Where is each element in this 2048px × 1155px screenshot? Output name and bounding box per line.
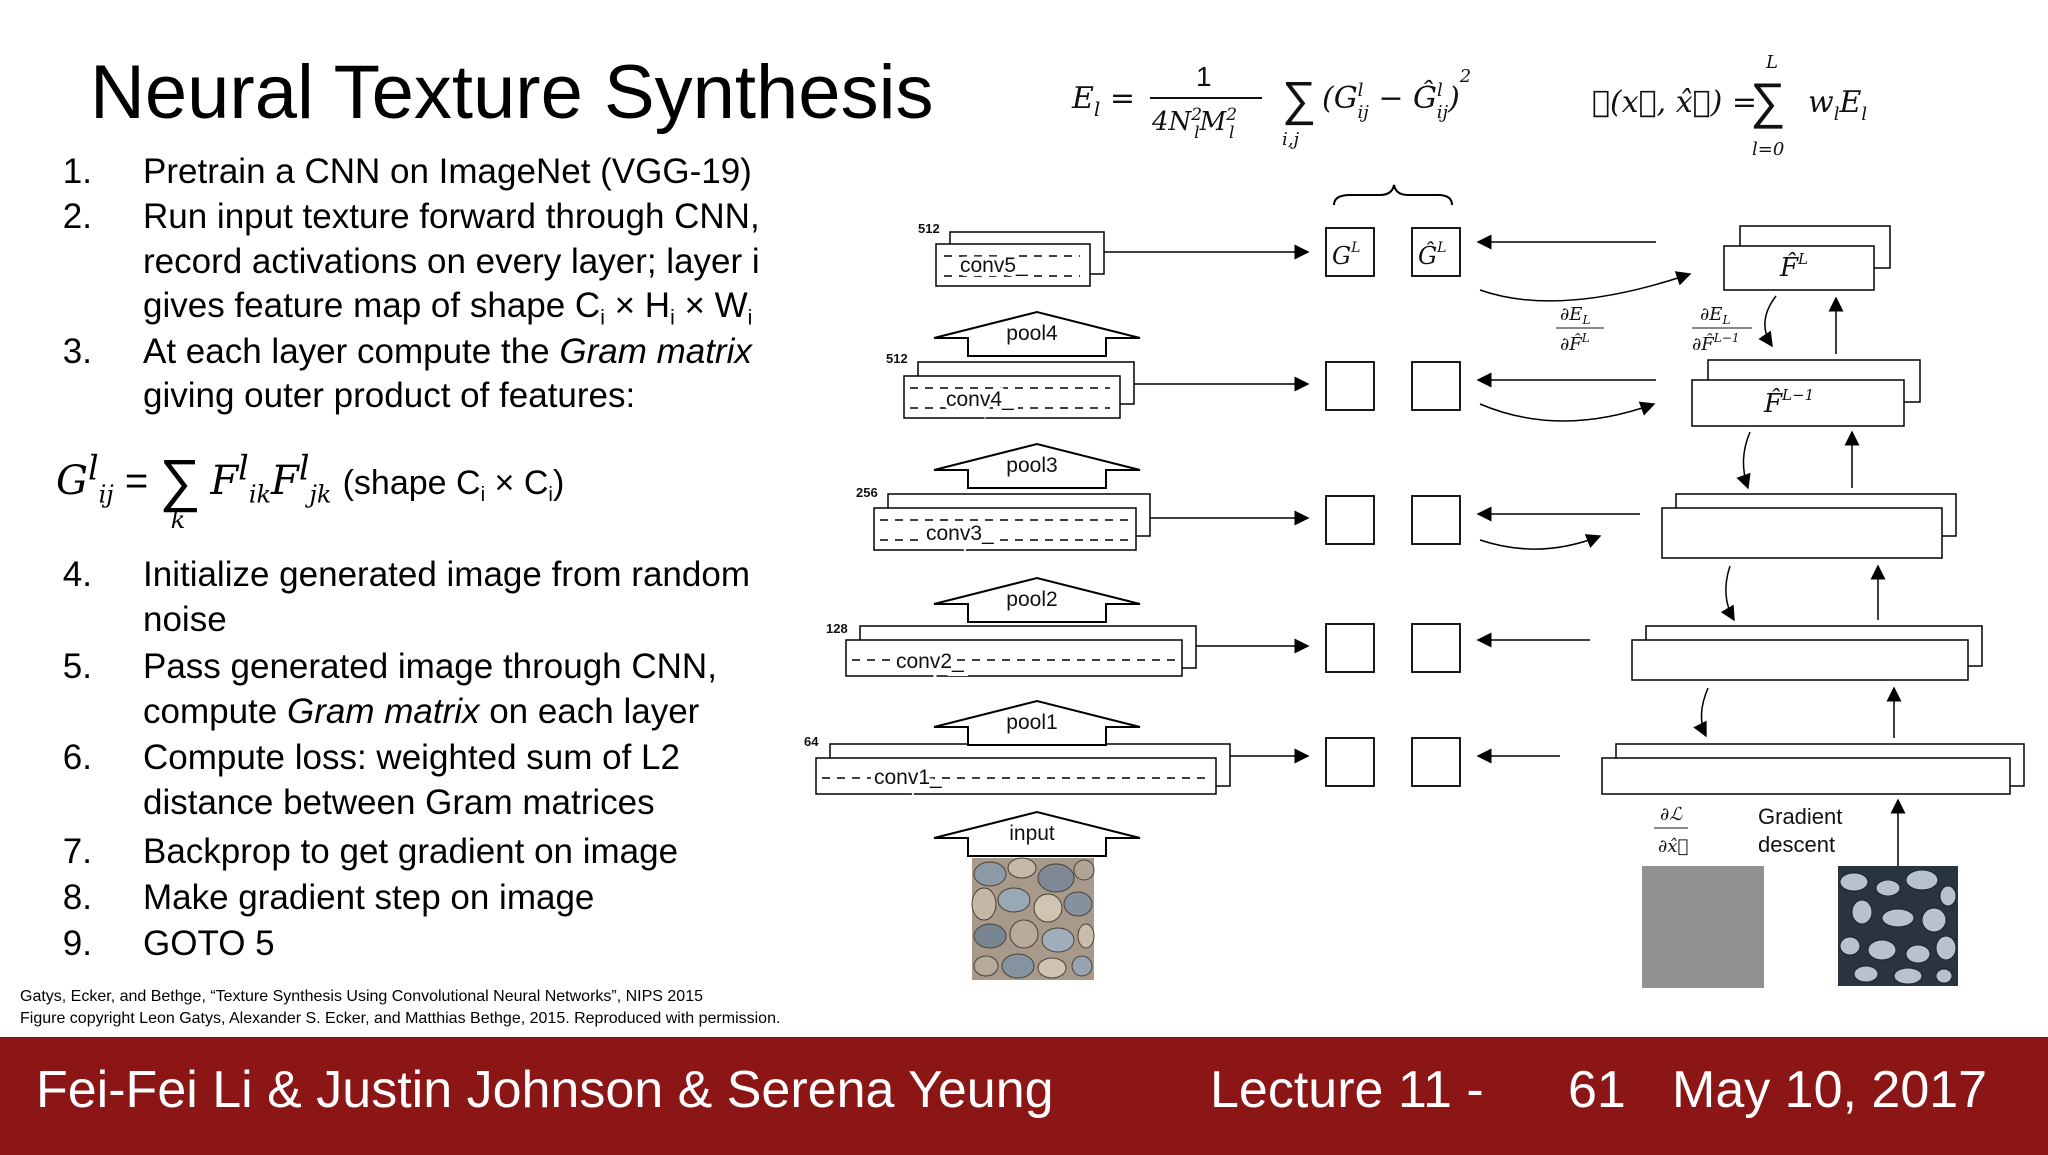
gradient-descent-label: descent: [1758, 832, 1835, 857]
channel-count: 512: [918, 221, 940, 236]
svg-text:wlEl: wlEl: [1808, 85, 1867, 125]
footer-authors: Fei-Fei Li & Justin Johnson & Serena Yeu…: [36, 1061, 1054, 1119]
channel-count: 64: [804, 734, 819, 749]
step-text: compute Gram matrix on each layer: [143, 692, 700, 731]
step-text: Pretrain a CNN on ImageNet (VGG-19): [143, 152, 752, 191]
synthesized-texture-image: [1838, 866, 1958, 986]
footer-page-number: 61: [1568, 1061, 1626, 1119]
svg-text:i,j: i,j: [1282, 129, 1299, 150]
step-text: record activations on every layer; layer…: [143, 242, 760, 281]
step-number: 3.: [62, 332, 92, 371]
pool-label: pool4: [1006, 322, 1058, 345]
svg-text:1: 1: [1196, 61, 1212, 92]
layer-label: conv4_: [946, 388, 1014, 411]
step-text: gives feature map of shape Ci × Hi × Wi: [143, 286, 753, 330]
input-texture-image: [971, 857, 1095, 980]
channel-count: 512: [886, 351, 908, 366]
step-number: 1.: [62, 152, 92, 191]
step-text: GOTO 5: [143, 924, 275, 963]
step-text: Run input texture forward through CNN,: [143, 197, 760, 236]
layer-label: conv2_: [896, 650, 964, 673]
step-text: distance between Gram matrices: [143, 783, 655, 822]
step-number: 5.: [62, 647, 92, 686]
svg-text:L: L: [1765, 52, 1778, 73]
step-text: Make gradient step on image: [143, 878, 595, 917]
step-text: noise: [143, 600, 227, 639]
layer-label: conv5_: [960, 254, 1028, 277]
citation: Gatys, Ecker, and Bethge, “Texture Synth…: [20, 986, 780, 1030]
svg-text:∂F̂L: ∂F̂L: [1560, 331, 1590, 355]
svg-text:∂EL: ∂EL: [1560, 304, 1590, 327]
gram-equation: Glij = ∑k FlikFljk (shape Ci × Ci): [56, 448, 565, 534]
pool-label: input: [1009, 822, 1055, 845]
svg-text:l=0: l=0: [1752, 139, 1784, 160]
step-text: Initialize generated image from random: [143, 555, 750, 594]
svg-text:∂F̂L−1: ∂F̂L−1: [1692, 331, 1739, 355]
svg-text:∂EL: ∂EL: [1700, 304, 1730, 327]
slide-title: Neural Texture Synthesis: [90, 50, 934, 135]
step-number: 7.: [62, 832, 92, 871]
svg-text:ℒ(x⃗, x̂⃗) =: ℒ(x⃗, x̂⃗) =: [1592, 85, 1757, 120]
step-number: 8.: [62, 878, 92, 917]
step-text: Backprop to get gradient on image: [143, 832, 679, 871]
channel-count: 256: [856, 485, 878, 500]
pool-label: pool2: [1006, 588, 1057, 611]
citation-line: Gatys, Ecker, and Bethge, “Texture Synth…: [20, 988, 703, 1005]
layer-label: conv3_: [926, 522, 994, 545]
noise-image: [1642, 866, 1764, 988]
svg-text:El =: El =: [1071, 81, 1135, 121]
layer-label: conv1_: [874, 766, 942, 789]
step-number: 4.: [62, 555, 92, 594]
step-text: giving outer product of features:: [143, 376, 636, 415]
step-number: 6.: [62, 738, 92, 777]
channel-count: 128: [826, 621, 848, 636]
gram-shape-text: (shape C: [342, 464, 481, 502]
gradient-descent-label: Gradient: [1758, 804, 1842, 829]
svg-text:∑: ∑: [1282, 73, 1316, 126]
footer-bar: [0, 1037, 2048, 1155]
step-text: Compute loss: weighted sum of L2: [143, 738, 680, 777]
svg-text:∑: ∑: [1750, 73, 1786, 129]
citation-line: Figure copyright Leon Gatys, Alexander S…: [20, 1010, 781, 1027]
step-number: 2.: [62, 197, 92, 236]
step-number: 9.: [62, 924, 92, 963]
svg-text:∂x̂⃗: ∂x̂⃗: [1658, 836, 1688, 857]
pool-label: pool1: [1006, 711, 1057, 734]
step-text: Pass generated image through CNN,: [143, 647, 717, 686]
footer-lecture: Lecture 11 -: [1210, 1061, 1484, 1119]
brace: [1333, 184, 1453, 206]
footer-date: May 10, 2017: [1672, 1061, 1988, 1119]
pool-label: pool3: [1006, 454, 1057, 477]
svg-text:∂ℒ: ∂ℒ: [1660, 804, 1683, 825]
step-text: At each layer compute the Gram matrix: [143, 332, 752, 371]
